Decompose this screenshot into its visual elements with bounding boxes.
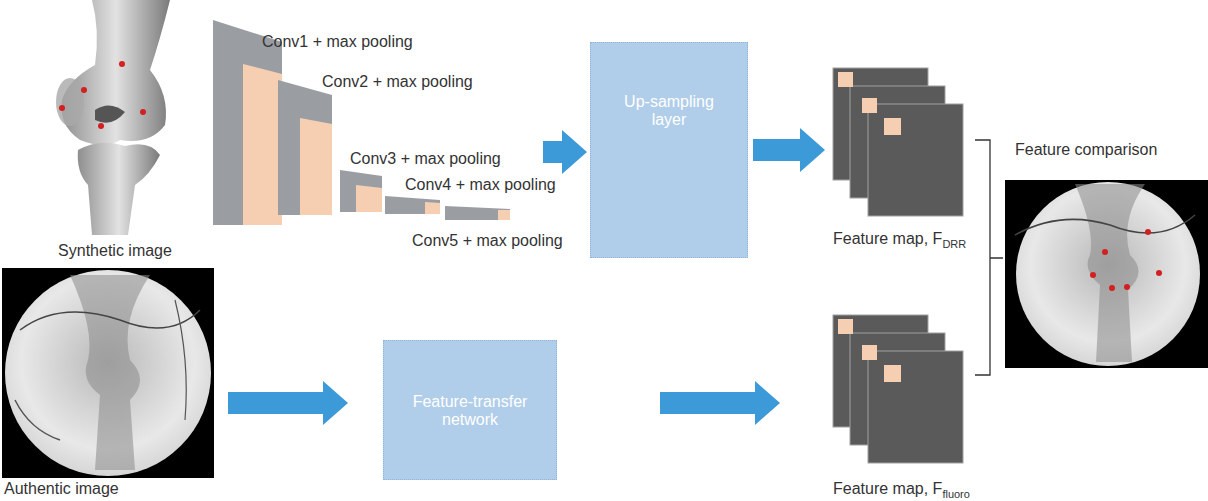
layer-label: Conv3 + max pooling	[350, 150, 501, 168]
layer-label: Conv2 + max pooling	[322, 73, 473, 91]
image-caption: Synthetic image	[40, 242, 190, 260]
annotation-label: Feature comparison	[1015, 141, 1157, 159]
feature-map: Feature map, Ffluoro	[833, 312, 973, 500]
feature-map-stack	[833, 315, 963, 463]
image-caption: Authentic image	[4, 480, 119, 498]
layer-label: Conv1 + max pooling	[262, 33, 413, 51]
layer-label: Conv5 + max pooling	[412, 232, 563, 250]
subscript: DRR	[942, 238, 966, 250]
feature-map-caption: Feature map, Ffluoro	[833, 480, 970, 498]
caption-text: Feature map, F	[833, 480, 942, 497]
box-label: Up-sampling layer	[614, 93, 724, 130]
caption-text: Feature map, F	[833, 230, 942, 247]
image-panel: Synthetic image	[40, 0, 190, 262]
block-arrow	[228, 381, 348, 425]
feature-map-stack	[833, 68, 963, 216]
comparison-bracket	[975, 140, 1003, 375]
block-arrow	[753, 128, 825, 172]
knee-render	[56, 0, 170, 235]
cnn-stack: Conv1 + max poolingConv2 + max poolingCo…	[210, 15, 535, 255]
subscript: fluoro	[942, 488, 970, 500]
block-arrow	[660, 381, 780, 425]
image-panel: Authentic image	[0, 268, 215, 500]
process-box: Up-sampling layer	[590, 42, 748, 258]
feature-map: Feature map, FDRR	[833, 65, 973, 250]
feature-map-caption: Feature map, FDRR	[833, 230, 966, 248]
fluoro-image	[2, 268, 214, 478]
process-box: Feature-transfer network	[383, 340, 557, 480]
block-arrow	[543, 130, 587, 174]
result-image	[1005, 180, 1208, 368]
box-label: Feature-transfer network	[405, 393, 535, 430]
conv-layers	[213, 20, 510, 225]
layer-label: Conv4 + max pooling	[405, 176, 556, 194]
